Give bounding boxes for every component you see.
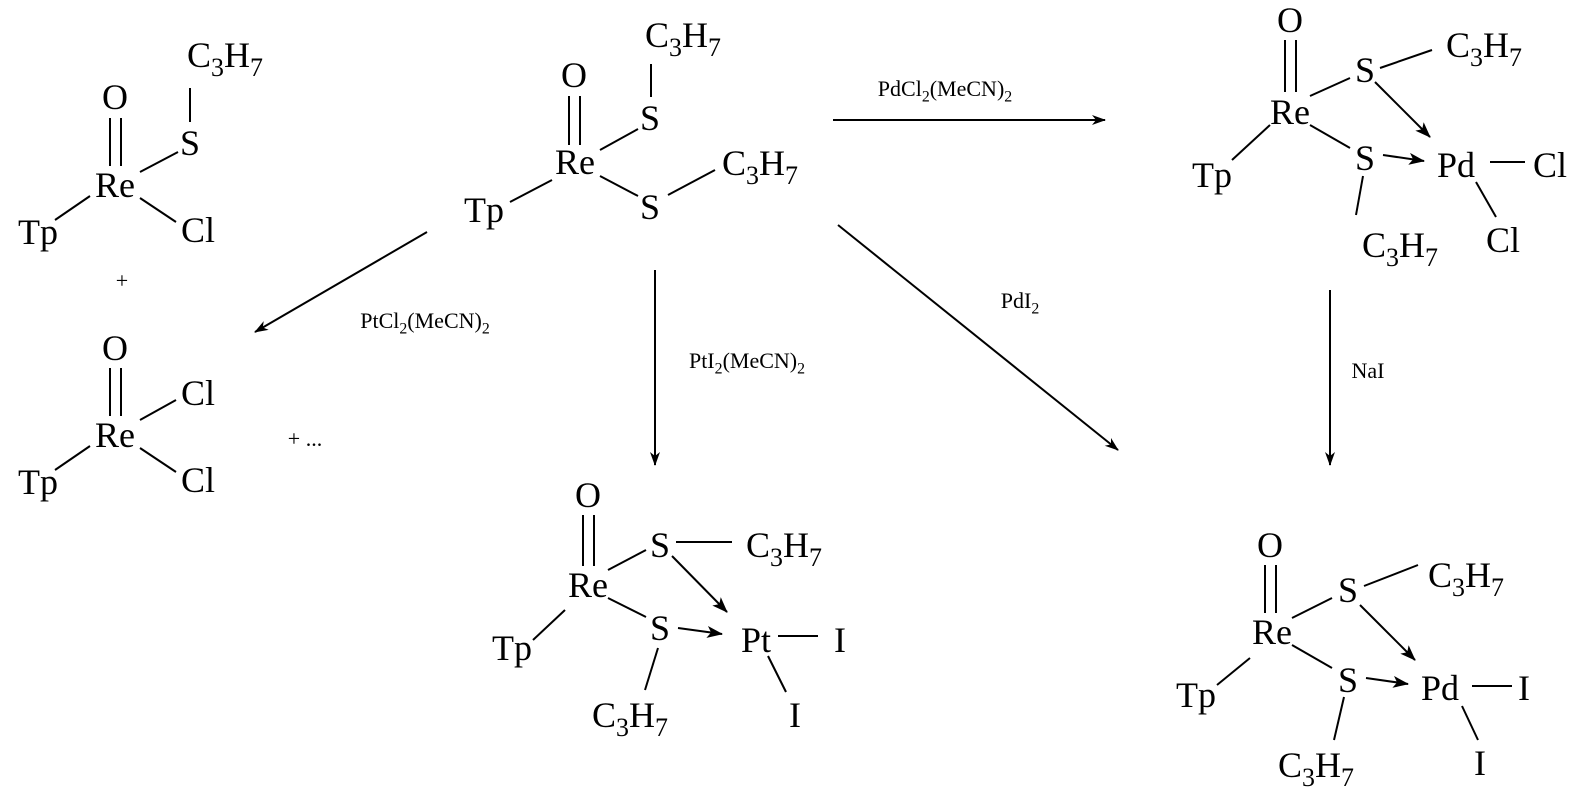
pd-iodide-adduct: O Re Tp S C3H7 S C3H7 Pd I I: [1176, 525, 1530, 792]
reagent-label: NaI: [1352, 358, 1385, 383]
chloride-atom: Cl: [181, 373, 215, 413]
tp-ligand: Tp: [1192, 155, 1232, 195]
tp-ligand: Tp: [18, 212, 58, 252]
propyl-group: C3H7: [1278, 745, 1354, 792]
sulfur-atom: S: [1355, 50, 1375, 90]
reagent-label: PdI2: [1001, 288, 1040, 318]
chloride-atom: Cl: [1486, 220, 1520, 260]
other-products: + ...: [288, 426, 322, 451]
rhenium-atom: Re: [1252, 612, 1292, 652]
sulfur-atom: S: [650, 525, 670, 565]
chloride-atom: Cl: [181, 210, 215, 250]
rhenium-atom: Re: [568, 565, 608, 605]
tp-ligand: Tp: [464, 190, 504, 230]
propyl-group: C3H7: [1428, 555, 1504, 602]
rhenium-atom: Re: [1270, 92, 1310, 132]
oxo-atom: O: [1257, 525, 1283, 565]
palladium-atom: Pd: [1437, 145, 1475, 185]
reagent-label: PtCl2(MeCN)2: [360, 308, 490, 338]
sulfur-atom: S: [650, 608, 670, 648]
oxo-atom: O: [1277, 0, 1303, 40]
sulfur-atom: S: [640, 187, 660, 227]
arrow-pdi2: PdI2: [837, 224, 1119, 451]
platinum-atom: Pt: [741, 620, 771, 660]
iodide-atom: I: [1474, 743, 1486, 783]
sulfur-atom: S: [640, 98, 660, 138]
oxo-atom: O: [561, 55, 587, 95]
rhenium-atom: Re: [555, 142, 595, 182]
reagent-label: PtI2(MeCN)2: [689, 348, 805, 378]
plus-sign: +: [116, 268, 128, 293]
sulfur-atom: S: [1338, 660, 1358, 700]
arrow-pti2: PtI2(MeCN)2: [650, 270, 805, 466]
chloride-atom: Cl: [181, 460, 215, 500]
iodide-atom: I: [789, 695, 801, 735]
tp-ligand: Tp: [1176, 675, 1216, 715]
propyl-group: C3H7: [592, 695, 668, 742]
oxo-atom: O: [575, 475, 601, 515]
tp-ligand: Tp: [492, 628, 532, 668]
arrow-pdcl2: PdCl2(MeCN)2: [833, 76, 1106, 125]
sulfur-atom: S: [180, 123, 200, 163]
pd-chloride-adduct: O Re Tp S C3H7 S C3H7 Pd Cl Cl: [1192, 0, 1567, 272]
sulfur-atom: S: [1355, 138, 1375, 178]
arrow-nai: NaI: [1325, 290, 1385, 466]
propyl-group: C3H7: [187, 35, 263, 82]
pt-iodide-adduct: O Re Tp S C3H7 S C3H7 Pt I I: [492, 475, 846, 742]
reagent-label: PdCl2(MeCN)2: [878, 76, 1013, 106]
propyl-group: C3H7: [722, 143, 798, 190]
tp-ligand: Tp: [18, 462, 58, 502]
propyl-group: C3H7: [645, 15, 721, 62]
oxo-atom: O: [102, 328, 128, 368]
chloride-atom: Cl: [1533, 145, 1567, 185]
propyl-group: C3H7: [746, 525, 822, 572]
oxo-atom: O: [102, 77, 128, 117]
propyl-group: C3H7: [1446, 25, 1522, 72]
rhenium-atom: Re: [95, 415, 135, 455]
propyl-group: C3H7: [1362, 225, 1438, 272]
arrow-ptcl2: PtCl2(MeCN)2: [254, 231, 490, 338]
iodide-atom: I: [834, 620, 846, 660]
palladium-atom: Pd: [1421, 668, 1459, 708]
starting-complex: O Re Tp S C3H7 S C3H7: [464, 15, 798, 230]
iodide-atom: I: [1518, 668, 1530, 708]
product-b-molecule: O Re Tp Cl Cl + ...: [18, 328, 322, 502]
product-a-molecule: O Re Tp S C3H7 Cl: [18, 35, 263, 252]
rhenium-atom: Re: [95, 165, 135, 205]
sulfur-atom: S: [1338, 570, 1358, 610]
